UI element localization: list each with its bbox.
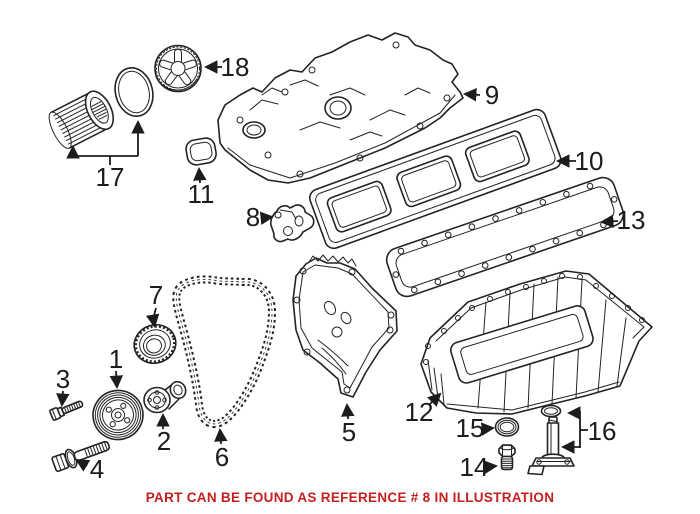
callout-1: 1 — [109, 344, 123, 374]
oil-pan-drawing — [420, 270, 653, 415]
small-bolt-drawing — [49, 400, 84, 421]
callout-15: 15 — [456, 413, 485, 443]
callout-3: 3 — [56, 364, 70, 394]
callout-13: 13 — [617, 205, 646, 235]
sealing-ring-drawing — [494, 417, 520, 437]
timing-chain-drawing — [172, 275, 277, 428]
callout-18: 18 — [221, 52, 250, 82]
callout-10: 10 — [575, 146, 604, 176]
callout-9: 9 — [485, 80, 499, 110]
timing-case-cover-drawing — [292, 254, 398, 398]
crankshaft-hub-drawing — [143, 380, 187, 414]
oil-level-sensor-drawing — [527, 404, 575, 476]
callout-11: 11 — [188, 179, 215, 209]
profile-gasket-drawing — [185, 137, 217, 166]
callout-7: 7 — [149, 280, 163, 310]
crankshaft-pulley-drawing — [92, 389, 144, 441]
valve-cover-gasket-drawing — [309, 108, 562, 250]
leader-lines — [56, 60, 619, 474]
reference-note: PART CAN BE FOUND AS REFERENCE # 8 IN IL… — [146, 490, 555, 505]
oil-filter-oring-drawing — [114, 67, 154, 117]
valve-cover-drawing — [217, 32, 464, 184]
crankshaft-sprocket-drawing — [133, 324, 177, 364]
callout-2: 2 — [157, 426, 171, 456]
callout-4: 4 — [90, 454, 104, 484]
oil-filter-element-drawing — [48, 90, 115, 149]
support-bracket-drawing — [270, 204, 315, 243]
callout-8: 8 — [246, 202, 260, 232]
callout-17: 17 — [96, 162, 125, 192]
callout-16: 16 — [588, 416, 617, 446]
callout-14: 14 — [460, 452, 489, 482]
callout-12: 12 — [405, 397, 434, 427]
oil-drain-plug-drawing — [498, 444, 516, 471]
callout-5: 5 — [342, 417, 356, 447]
pulley-center-bolt-drawing — [51, 440, 111, 473]
oil-pan-gasket-drawing — [385, 176, 625, 298]
callout-6: 6 — [215, 442, 229, 472]
oil-filter-cover-drawing — [154, 44, 202, 93]
